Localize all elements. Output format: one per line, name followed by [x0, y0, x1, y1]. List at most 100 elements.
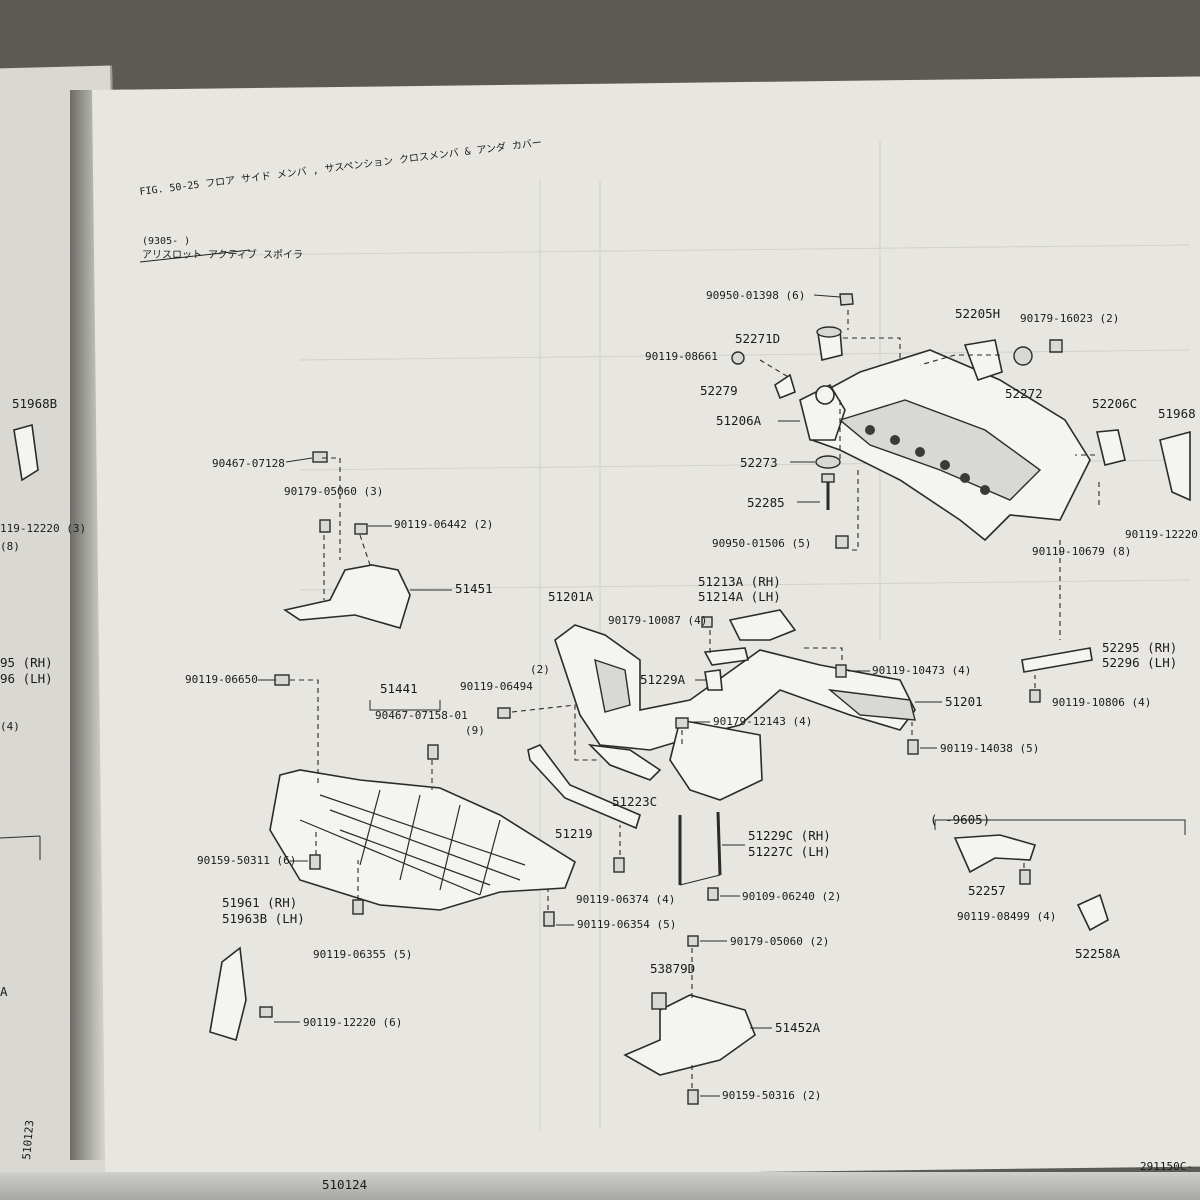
left-label-119-12220: 119-12220 (3): [0, 522, 86, 535]
label-51227C: 51227C (LH): [748, 844, 831, 859]
range-bracket-9605: [934, 819, 1186, 835]
left-label-51968B: 51968B: [12, 396, 57, 411]
bracket-51213A: [703, 647, 749, 666]
label-53879D: 53879D: [650, 961, 695, 976]
assembly-guides-rear: [759, 310, 1100, 640]
label-51452A: 51452A: [775, 1020, 821, 1035]
label-52296: 52296 (LH): [1102, 655, 1177, 670]
label-51968: 51968: [1158, 406, 1196, 421]
bar-52295: [1021, 647, 1093, 673]
label-52271D: 52271D: [735, 331, 780, 346]
left-label-a: A: [0, 984, 8, 999]
label-90159-50311: 90159-50311 (6): [197, 854, 296, 867]
label-90179-05060-3: 90179-05060 (3): [284, 485, 383, 498]
label-51213A: 51213A (RH): [698, 574, 781, 589]
part-labels: 90950-01398 (6) 52271D 90119-08661 52279…: [185, 289, 1198, 1102]
label-90119-10679: 90119-10679 (8): [1032, 545, 1131, 558]
label-52258A: 52258A: [1075, 946, 1121, 961]
rods-51229C: [678, 811, 722, 886]
label-51206A: 51206A: [716, 413, 762, 428]
label-90179-05060-2: 90179-05060 (2): [730, 935, 829, 948]
label-51963B: 51963B (LH): [222, 911, 305, 926]
label-90119-12220-right: 90119-12220: [1125, 528, 1198, 541]
label-90109-06240: 90109-06240 (2): [742, 890, 841, 903]
label-51229C: 51229C (RH): [748, 828, 831, 843]
label-51961: 51961 (RH): [222, 895, 297, 910]
label-52257: 52257: [968, 883, 1006, 898]
label-51223C: 51223C: [612, 794, 657, 809]
label-51214A: 51214A (LH): [698, 589, 781, 604]
label-52279: 52279: [700, 383, 738, 398]
scope-box: (9305- ) アリスロット アクティブ スポイラ: [139, 236, 303, 263]
label-90179-12143: 90179-12143 (4): [713, 715, 812, 728]
scope-line: (9305- ): [142, 236, 190, 247]
label-90119-06355: 90119-06355 (5): [313, 948, 412, 961]
assembly-guides-front: [511, 630, 1036, 910]
label-90950-01398: 90950-01398 (6): [706, 289, 805, 302]
stay-51223C: [527, 744, 641, 830]
label-51219: 51219: [555, 826, 593, 841]
label-90179-10087: 90179-10087 (4): [608, 614, 707, 627]
label-90119-06494: 90119-06494: [460, 680, 533, 693]
bushing-52205H: [963, 339, 1063, 382]
label-90119-12220-6: 90119-12220 (6): [303, 1016, 402, 1029]
cover-51452A: [623, 992, 756, 1076]
footer: 510124 291150C-: [322, 1160, 1193, 1192]
left-label-95-rh: 95 (RH): [0, 655, 53, 670]
label-52295: 52295 (RH): [1102, 640, 1177, 655]
label-90159-50316: 90159-50316 (2): [722, 1089, 821, 1102]
page-number: 510124: [322, 1177, 367, 1192]
under-cover-51441: [269, 769, 576, 911]
label-51201: 51201: [945, 694, 983, 709]
label-90119-06650: 90119-06650: [185, 673, 258, 686]
label-90119-14038: 90119-14038 (5): [940, 742, 1039, 755]
washer-52273: [815, 455, 841, 469]
rear-crossmember: [799, 349, 1091, 542]
left-page-labels: 51968B 119-12220 (3) (8) 95 (RH) 96 (LH)…: [0, 396, 86, 1160]
bracket-51961: [209, 946, 247, 1042]
label-quantity-9: (9): [465, 724, 485, 737]
bracket-52279: [774, 373, 796, 400]
label-90119-10473: 90119-10473 (4): [872, 664, 971, 677]
label-90179-16023: 90179-16023 (2): [1020, 312, 1119, 325]
brace-51219: [587, 743, 662, 781]
bubble-wrap-edge: [0, 1172, 1200, 1200]
bracket-51968: [1159, 430, 1191, 502]
header: FIG. 50-25 フロア サイド メンバ , サスペンション クロスメンバ …: [139, 136, 543, 198]
figure-title: FIG. 50-25 フロア サイド メンバ , サスペンション クロスメンバ …: [139, 136, 543, 198]
left-page-number: 510123: [20, 1120, 36, 1161]
label-90119-08661: 90119-08661: [645, 350, 718, 363]
washer-90119-08661: [731, 351, 745, 365]
bushing-52206C: [1096, 429, 1126, 466]
bushing-52271D: [816, 326, 843, 361]
left-fasteners: [259, 451, 1031, 1105]
label-51441: 51441: [380, 681, 418, 696]
label-90119-06354: 90119-06354 (5): [577, 918, 676, 931]
label-90467-07158-01: 90467-07158-01: [375, 709, 468, 722]
footer-code: 291150C-: [1140, 1160, 1193, 1173]
label-52272: 52272: [1005, 386, 1043, 401]
label-90119-08499: 90119-08499 (4): [957, 910, 1056, 923]
nut-90950-01506: [835, 535, 849, 549]
label-52273: 52273: [740, 455, 778, 470]
cover-51451: [282, 564, 411, 629]
left-label-qty-8: (8): [0, 540, 20, 553]
bracket-52258A: [1076, 893, 1109, 932]
label-51201A: 51201A: [548, 589, 594, 604]
left-label-96-lh: 96 (LH): [0, 671, 53, 686]
front-fasteners: [497, 616, 1041, 927]
scope-subtitle: アリスロット アクティブ スポイラ: [142, 248, 303, 261]
label-range-9605: ( -9605): [930, 812, 990, 827]
front-crossmember: [554, 609, 916, 801]
label-52206C: 52206C: [1092, 396, 1137, 411]
label-52205H: 52205H: [955, 306, 1000, 321]
group-bracket-51441: [369, 700, 441, 711]
bolt-90950-01398: [839, 293, 854, 306]
label-90467-07128: 90467-07128: [212, 457, 285, 470]
label-51451: 51451: [455, 581, 493, 596]
bracket-51229A: [704, 669, 723, 691]
left-label-qty-4: (4): [0, 720, 20, 733]
label-51229A: 51229A: [640, 672, 686, 687]
label-90950-01506: 90950-01506 (5): [712, 537, 811, 550]
